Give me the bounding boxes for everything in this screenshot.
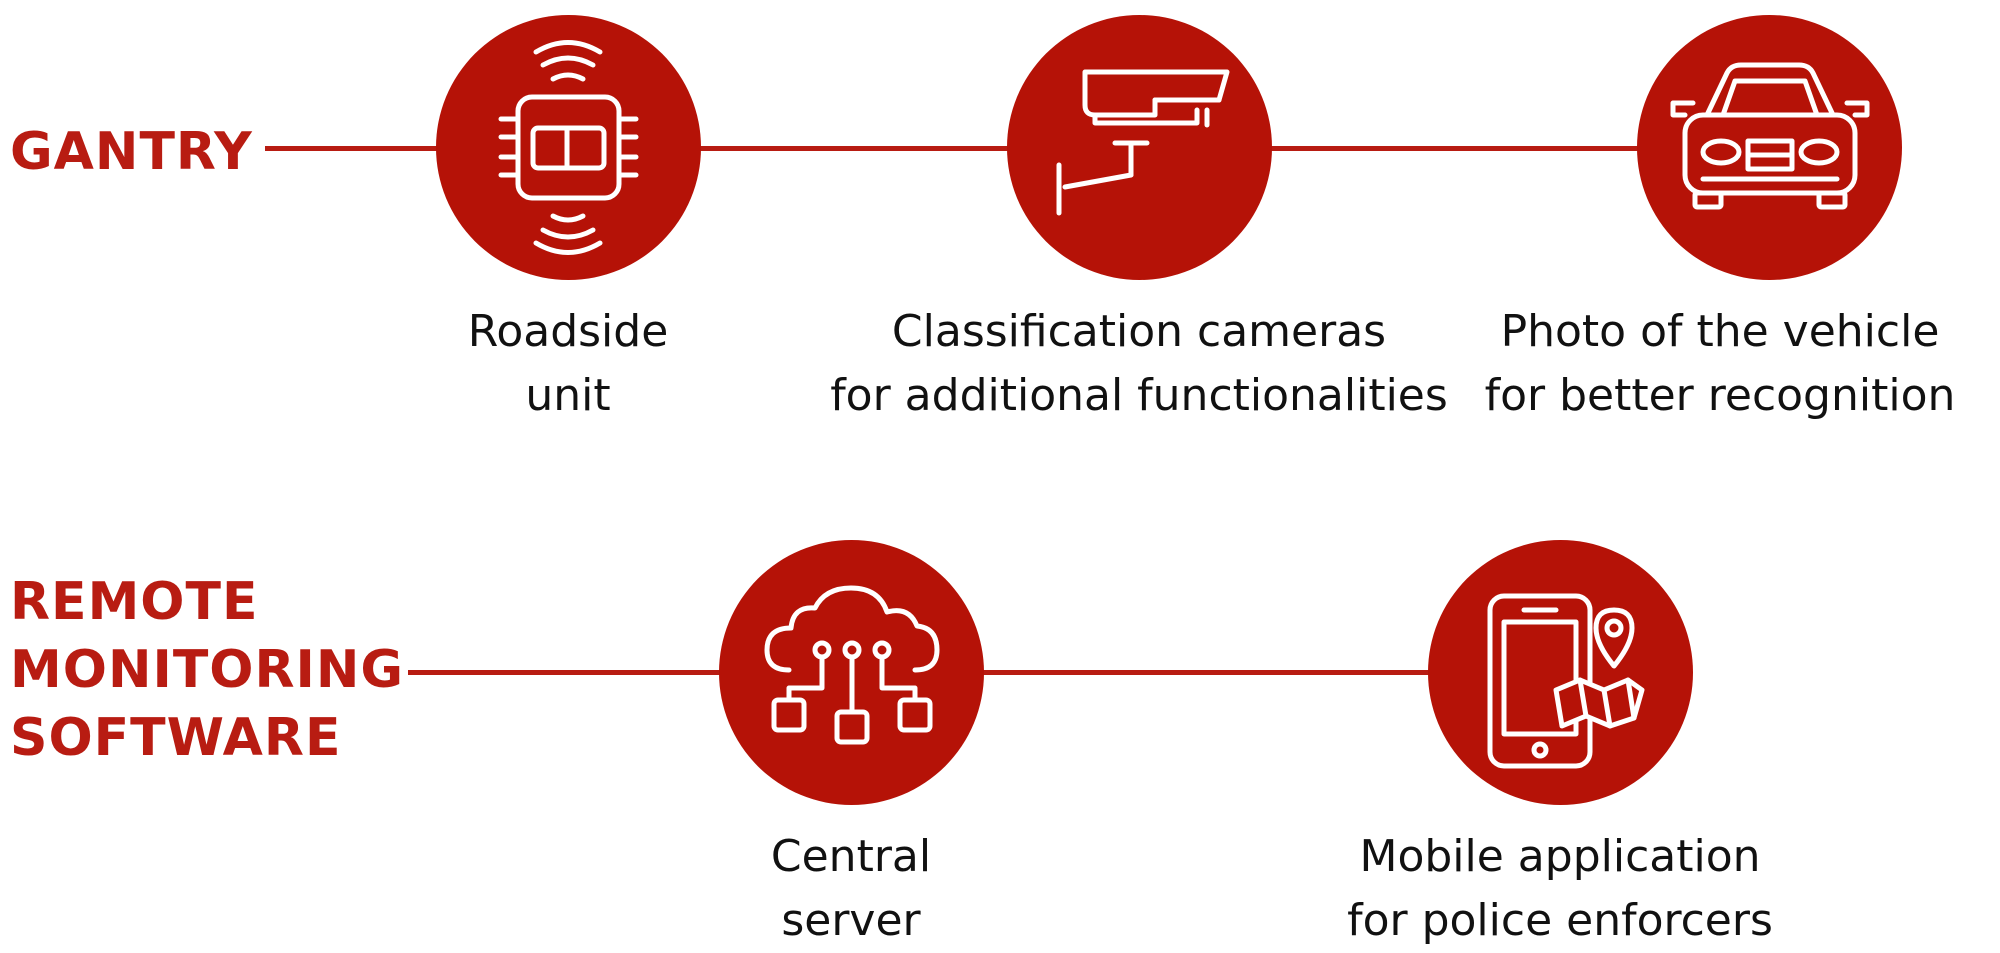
mobile-application-caption: Mobile application for police enforcers: [1240, 825, 1880, 953]
phone-map-icon: [1487, 593, 1645, 769]
roadside-unit-caption: Roadside unit: [248, 300, 888, 428]
caption-line: unit: [525, 370, 611, 421]
central-server-node: [719, 540, 984, 805]
caption-line: Photo of the vehicle: [1500, 306, 1940, 357]
central-server-caption: Central server: [531, 825, 1171, 953]
gantry-label: GANTRY: [10, 118, 253, 186]
remote-monitoring-label-line: MONITORING: [10, 640, 405, 700]
cloud-network-icon: [764, 585, 940, 745]
mobile-application-node: [1428, 540, 1693, 805]
roadside-unit-node: [436, 15, 701, 280]
caption-line: Central: [770, 831, 932, 882]
caption-line: for police enforcers: [1347, 895, 1773, 946]
caption-line: Mobile application: [1359, 831, 1761, 882]
caption-line: server: [781, 895, 921, 946]
security-camera-icon: [1056, 69, 1230, 216]
vehicle-photo-node: [1637, 15, 1902, 280]
classification-camera-node: [1007, 15, 1272, 280]
caption-line: Classification cameras: [891, 306, 1387, 357]
chip-wireless-icon: [498, 40, 639, 255]
gantry-label-line: GANTRY: [10, 122, 253, 182]
vehicle-photo-caption: Photo of the vehicle for better recognit…: [1440, 300, 2000, 428]
classification-camera-caption: Classification cameras for additional fu…: [819, 300, 1459, 428]
remote-monitoring-label-line: REMOTE: [10, 572, 259, 632]
caption-line: for better recognition: [1484, 370, 1956, 421]
car-front-icon: [1670, 62, 1870, 210]
remote-monitoring-label-line: SOFTWARE: [10, 708, 342, 768]
remote-monitoring-label: REMOTE MONITORING SOFTWARE: [10, 568, 404, 772]
caption-line: Roadside: [467, 306, 669, 357]
caption-line: for additional functionalities: [830, 370, 1448, 421]
gantry-connector-line: [265, 146, 1650, 151]
